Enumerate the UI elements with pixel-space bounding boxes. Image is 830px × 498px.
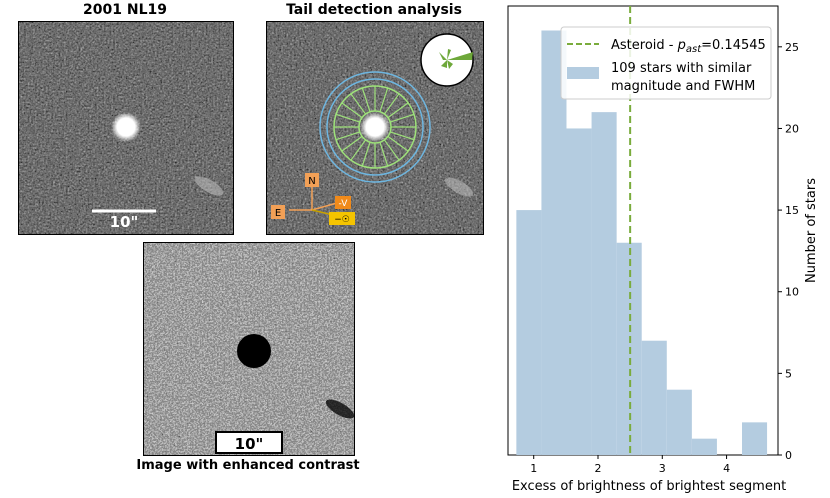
enhanced-contrast-caption: Image with enhanced contrast <box>136 458 360 473</box>
x-tick-label: 3 <box>659 462 666 475</box>
compass-east-label: E <box>275 208 281 219</box>
segment-spoke <box>379 87 389 112</box>
segment-spoke <box>341 102 363 119</box>
y-tick-label: 10 <box>785 286 799 299</box>
y-tick-label: 20 <box>785 122 799 135</box>
histogram-bar <box>566 128 592 456</box>
scale-bar-box <box>215 431 283 454</box>
y-tick-label: 25 <box>785 41 799 54</box>
segment-spoke <box>361 142 371 167</box>
segment-spoke <box>383 93 400 115</box>
segment-spokes <box>334 86 416 168</box>
segment-spoke <box>335 131 360 141</box>
legend: Asteroid - past=0.14545 109 stars with s… <box>560 26 772 100</box>
asteroid-blob <box>360 112 390 142</box>
compass-north-label: N <box>308 176 315 187</box>
left-panel-title: 2001 NL19 <box>83 2 167 18</box>
legend-stars-label-line2: magnitude and FWHM <box>611 79 755 94</box>
y-tick-label: 15 <box>785 204 799 217</box>
segment-spoke <box>387 135 409 152</box>
compass-velocity-box <box>335 196 351 209</box>
y-tick-label: 0 <box>785 449 792 462</box>
compass-north-box <box>305 173 319 187</box>
segment-spoke <box>335 113 360 123</box>
asteroid-blob <box>237 334 271 368</box>
asteroid-image: 10" <box>19 22 233 234</box>
compass-velocity-label: -V <box>339 199 349 209</box>
asteroid-blob <box>111 112 141 142</box>
tail-detection-image: N E -V −☉ <box>267 22 483 234</box>
x-axis-ticks: 1 2 3 4 <box>530 455 730 475</box>
histogram-bar <box>742 422 768 455</box>
compass-sun-box <box>329 212 355 225</box>
segment-spoke <box>390 131 415 141</box>
histogram-bars <box>516 30 768 456</box>
segment-spoke <box>379 142 389 167</box>
x-tick-label: 1 <box>530 462 537 475</box>
histogram-bar <box>641 340 667 455</box>
y-axis-label: Number of stars <box>804 178 819 283</box>
histogram-bar <box>691 438 717 455</box>
y-tick-label: 5 <box>785 367 792 380</box>
segment-spoke <box>383 139 400 161</box>
tail-detection-panel: N E -V −☉ <box>266 21 484 235</box>
segment-spoke <box>387 102 409 119</box>
x-axis-label: Excess of brightness of brightest segmen… <box>512 479 786 494</box>
histogram-bar <box>516 210 542 455</box>
outer-annulus-ring-inner <box>326 78 424 176</box>
histogram-bar <box>666 389 692 455</box>
asteroid-image-panel: 10" <box>18 21 234 235</box>
outer-annulus-ring <box>319 71 431 183</box>
legend-asteroid-label: Asteroid - past=0.14545 <box>611 38 766 55</box>
legend-stars-swatch <box>567 67 599 79</box>
enhanced-contrast-image: 10" <box>144 243 354 455</box>
compass-east-box <box>271 205 285 219</box>
segment-spoke <box>350 139 367 161</box>
enhanced-contrast-panel: 10" <box>143 242 355 456</box>
compass: N E -V −☉ <box>271 173 355 225</box>
segment-spoke <box>361 87 371 112</box>
legend-box <box>560 26 772 100</box>
orientation-rose-icon <box>439 49 473 69</box>
x-tick-label: 2 <box>595 462 602 475</box>
segment-spoke <box>390 113 415 123</box>
segment-spoke <box>350 93 367 115</box>
middle-panel-title: Tail detection analysis <box>286 2 462 18</box>
segment-spoke <box>341 135 363 152</box>
compass-sun-label: −☉ <box>334 215 350 225</box>
scale-bar-label: 10" <box>235 435 264 453</box>
legend-stars-label-line1: 109 stars with similar <box>611 61 752 76</box>
y-axis-ticks: 0 5 10 15 20 25 <box>778 41 799 462</box>
scale-bar-label: 10" <box>110 213 139 231</box>
histogram-bar <box>541 30 567 456</box>
histogram-bar <box>591 112 617 456</box>
x-tick-label: 4 <box>723 462 730 475</box>
